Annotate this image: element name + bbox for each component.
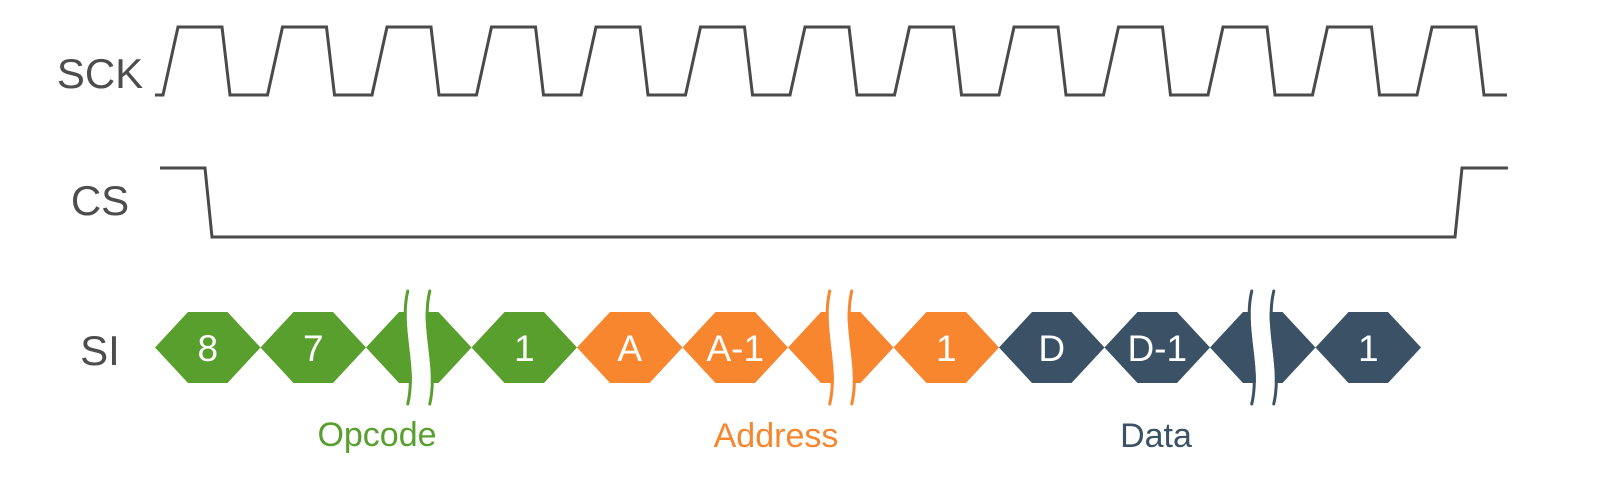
si-bit-hexagon <box>1104 312 1210 383</box>
si-bit-label: 1 <box>1358 328 1379 369</box>
break-squiggle <box>403 289 412 406</box>
cs-signal-label: CS <box>70 177 130 224</box>
group-label-data: Data <box>1120 417 1192 455</box>
si-bit-hexagon <box>577 312 683 383</box>
si-bit-hexagon <box>999 312 1105 383</box>
sck-signal-label: SCK <box>56 50 144 97</box>
sck-waveform <box>155 25 1507 97</box>
si-bit-hexagon <box>155 312 261 383</box>
si-bit-label: 8 <box>197 328 218 369</box>
si-bit-label: 1 <box>936 328 957 369</box>
break-squiggle <box>1247 289 1256 406</box>
group-label-opcode: Opcode <box>317 416 437 454</box>
break-squiggle <box>825 289 834 406</box>
break-squiggle <box>425 289 434 406</box>
group-label-address: Address <box>713 417 839 455</box>
si-bit-hexagon <box>682 312 788 383</box>
si-bit-hexagon <box>260 312 366 383</box>
si-bit-label: A-1 <box>706 328 764 369</box>
si-signal-label: SI <box>80 327 120 374</box>
si-bit-label: 7 <box>303 328 324 369</box>
si-bit-label: D-1 <box>1127 328 1187 369</box>
break-squiggle <box>847 289 856 406</box>
break-gap <box>406 281 431 414</box>
break-gap <box>1250 281 1275 414</box>
si-bit-label: A <box>617 328 642 369</box>
si-bit-hexagon <box>893 312 999 383</box>
si-bit-hexagon <box>1315 312 1421 383</box>
si-bit-hexagon <box>471 312 577 383</box>
si-bit-label: 1 <box>514 328 535 369</box>
si-bit-label: D <box>1038 328 1065 369</box>
break-gap <box>828 281 853 414</box>
si-bus: 8 7 1 A A-1 1 D D-1 1 <box>155 281 1421 414</box>
cs-waveform <box>160 166 1508 239</box>
break-squiggle <box>1269 289 1278 406</box>
